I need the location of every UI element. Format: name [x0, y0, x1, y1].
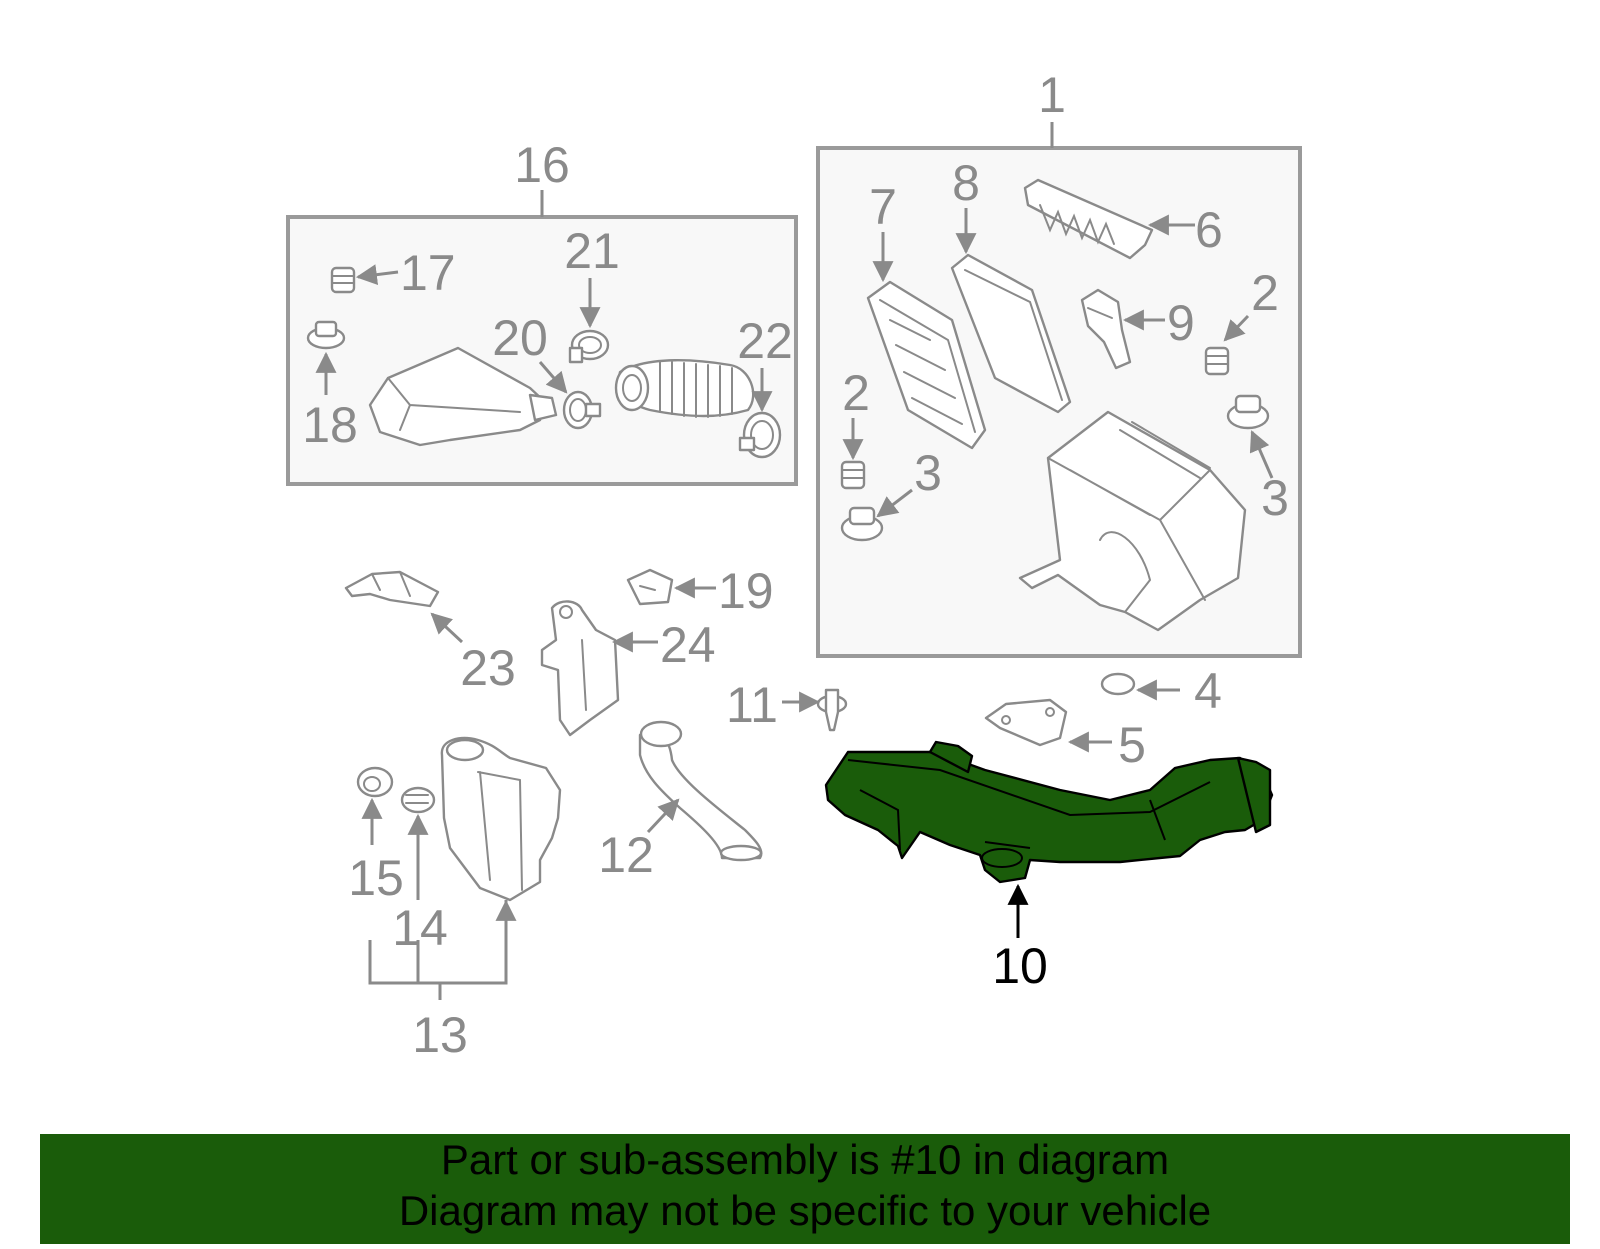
part-2-grommet-right[interactable]	[1204, 346, 1230, 376]
callout-15[interactable]: 15	[348, 850, 404, 906]
part-23-bracket[interactable]	[344, 570, 440, 608]
part-17-grommet[interactable]	[330, 266, 356, 294]
leader-3-right	[1249, 430, 1274, 479]
callout-24[interactable]: 24	[660, 617, 716, 673]
part-22-clamp[interactable]	[738, 411, 782, 459]
callout-16[interactable]: 16	[514, 137, 570, 193]
banner-line-1: Part or sub-assembly is #10 in diagram	[440, 1136, 1170, 1183]
callout-21[interactable]: 21	[564, 223, 620, 279]
callout-18[interactable]: 18	[302, 397, 358, 453]
info-banner: Part or sub-assembly is #10 in diagram D…	[40, 1134, 1570, 1244]
callout-8[interactable]: 8	[952, 155, 980, 211]
callout-2-left[interactable]: 2	[842, 365, 870, 421]
part-8-air-filter[interactable]	[950, 253, 1072, 414]
callout-5[interactable]: 5	[1118, 717, 1146, 773]
part-intake-hose[interactable]	[614, 359, 755, 418]
callout-7[interactable]: 7	[869, 179, 897, 235]
leader-12	[646, 798, 680, 834]
part-air-cleaner-case[interactable]	[1018, 410, 1247, 632]
part-24-bracket[interactable]	[540, 600, 620, 737]
callout-3-right[interactable]: 3	[1261, 470, 1289, 526]
callout-9[interactable]: 9	[1167, 295, 1195, 351]
part-6-filter-top[interactable]	[1023, 178, 1154, 260]
leader-3-left	[876, 488, 913, 518]
part-5-bracket[interactable]	[984, 698, 1068, 747]
part-10-air-duct-highlighted[interactable]	[824, 740, 1274, 884]
leader-20	[538, 361, 568, 394]
callout-12[interactable]: 12	[598, 827, 654, 883]
part-3-grommet-right[interactable]	[1226, 394, 1270, 430]
part-21-clamp[interactable]	[568, 329, 610, 364]
banner-line-2: Diagram may not be specific to your vehi…	[398, 1187, 1212, 1234]
callout-19[interactable]: 19	[718, 563, 774, 619]
part-3-grommet-left[interactable]	[840, 506, 884, 542]
part-20-clamp[interactable]	[562, 390, 602, 430]
leader-2-right	[1223, 314, 1250, 342]
callout-3-left[interactable]: 3	[914, 445, 942, 501]
part-12-tube[interactable]	[638, 720, 763, 862]
callout-22[interactable]: 22	[737, 313, 793, 369]
part-11-clip[interactable]	[816, 688, 848, 732]
part-2-grommet-left[interactable]	[840, 460, 866, 490]
leader-13-bracket	[368, 900, 508, 985]
part-13-resonator-tank[interactable]	[440, 736, 562, 902]
callout-1[interactable]: 1	[1038, 67, 1066, 123]
part-18-grommet[interactable]	[306, 320, 346, 350]
callout-20[interactable]: 20	[492, 310, 548, 366]
part-14-grommet[interactable]	[400, 786, 436, 814]
callout-23[interactable]: 23	[460, 640, 516, 696]
callout-13[interactable]: 13	[412, 1007, 468, 1063]
part-intake-resonator[interactable]	[368, 346, 558, 447]
part-4-cap[interactable]	[1100, 672, 1136, 696]
callout-2-right[interactable]: 2	[1251, 265, 1279, 321]
leader-17	[355, 264, 399, 286]
part-19-cap[interactable]	[626, 568, 674, 606]
leader-23	[430, 612, 464, 644]
callout-4[interactable]: 4	[1194, 663, 1222, 719]
callout-17[interactable]: 17	[400, 245, 456, 301]
callout-6[interactable]: 6	[1195, 202, 1223, 258]
subassembly-box-16	[286, 215, 798, 486]
callout-10[interactable]: 10	[992, 938, 1048, 994]
callout-11[interactable]: 11	[726, 677, 778, 733]
part-9-airflow-sensor[interactable]	[1080, 288, 1132, 370]
callout-14[interactable]: 14	[392, 900, 448, 956]
part-15-grommet[interactable]	[356, 766, 394, 798]
